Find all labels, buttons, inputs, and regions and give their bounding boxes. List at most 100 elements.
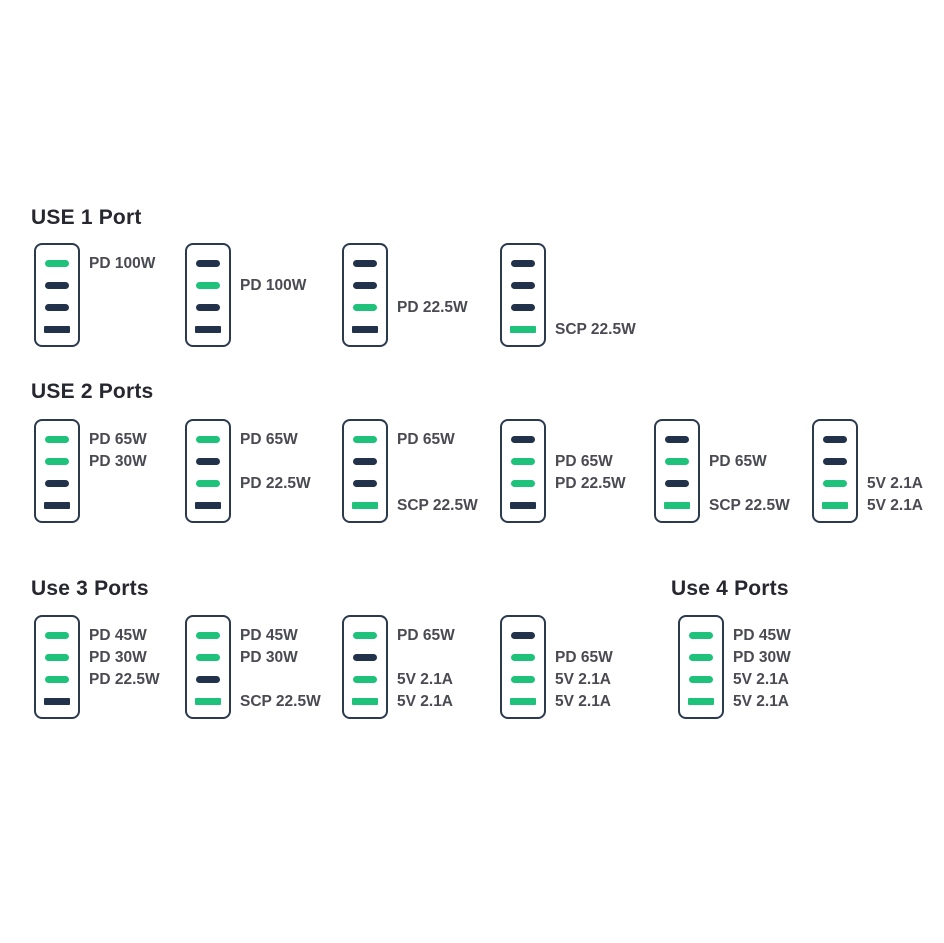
charger-diagram [34, 419, 80, 523]
charger-diagram [500, 243, 546, 347]
port-output-label: PD 65W [555, 649, 613, 666]
port-output-label: 5V 2.1A [397, 671, 454, 688]
usb-a-port-icon [195, 325, 221, 333]
charger-diagram [342, 615, 388, 719]
section-heading: Use 3 Ports [31, 577, 149, 600]
usb-a-port-icon [44, 501, 70, 509]
usb-c-port-icon [196, 281, 220, 289]
usb-c-port-icon [665, 479, 689, 487]
port-output-label: PD 22.5W [397, 299, 468, 316]
usb-a-port-icon [510, 697, 536, 705]
usb-a-port-icon [44, 325, 70, 333]
usb-c-port-icon [823, 479, 847, 487]
port-output-label: PD 30W [733, 649, 791, 666]
usb-c-port-icon [196, 457, 220, 465]
charger-diagram [185, 615, 231, 719]
usb-c-port-icon [511, 303, 535, 311]
usb-c-port-icon [823, 457, 847, 465]
charger-diagram [185, 419, 231, 523]
usb-c-port-icon [511, 479, 535, 487]
usb-a-port-icon [352, 325, 378, 333]
charger-diagram [678, 615, 724, 719]
usb-a-port-icon [195, 501, 221, 509]
usb-c-port-icon [45, 435, 69, 443]
port-output-label: PD 22.5W [89, 671, 160, 688]
usb-c-port-icon [511, 457, 535, 465]
usb-c-port-icon [196, 631, 220, 639]
usb-c-port-icon [45, 303, 69, 311]
charger-diagram [342, 243, 388, 347]
usb-c-port-icon [353, 675, 377, 683]
usb-c-port-icon [353, 479, 377, 487]
usb-c-port-icon [689, 653, 713, 661]
usb-c-port-icon [665, 435, 689, 443]
charger-diagram [812, 419, 858, 523]
usb-c-port-icon [196, 675, 220, 683]
port-output-label: SCP 22.5W [240, 693, 321, 710]
usb-c-port-icon [45, 653, 69, 661]
usb-c-port-icon [823, 435, 847, 443]
port-output-label: PD 100W [89, 255, 156, 272]
usb-c-port-icon [665, 457, 689, 465]
usb-c-port-icon [196, 435, 220, 443]
port-output-label: 5V 2.1A [867, 475, 924, 492]
usb-c-port-icon [353, 259, 377, 267]
usb-a-port-icon [44, 697, 70, 705]
usb-c-port-icon [511, 653, 535, 661]
usb-a-port-icon [822, 501, 848, 509]
port-output-label: SCP 22.5W [709, 497, 790, 514]
port-output-label: PD 65W [397, 431, 455, 448]
usb-a-port-icon [510, 325, 536, 333]
port-output-label: PD 65W [709, 453, 767, 470]
port-output-label: PD 22.5W [555, 475, 626, 492]
port-output-label: 5V 2.1A [733, 671, 790, 688]
usb-a-port-icon [195, 697, 221, 705]
usb-c-port-icon [511, 675, 535, 683]
port-output-label: PD 65W [89, 431, 147, 448]
usb-a-port-icon [352, 697, 378, 705]
charger-diagram [185, 243, 231, 347]
port-output-label: 5V 2.1A [733, 693, 790, 710]
usb-c-port-icon [45, 457, 69, 465]
port-output-label: PD 30W [89, 649, 147, 666]
port-output-label: 5V 2.1A [555, 693, 612, 710]
usb-c-port-icon [353, 631, 377, 639]
usb-c-port-icon [353, 457, 377, 465]
port-output-label: PD 45W [733, 627, 791, 644]
port-output-label: PD 30W [89, 453, 147, 470]
usb-c-port-icon [689, 675, 713, 683]
usb-a-port-icon [688, 697, 714, 705]
port-output-label: PD 100W [240, 277, 307, 294]
port-output-label: 5V 2.1A [867, 497, 924, 514]
section-heading: USE 2 Ports [31, 380, 154, 403]
port-output-label: PD 22.5W [240, 475, 311, 492]
port-output-label: 5V 2.1A [397, 693, 454, 710]
port-output-label: PD 45W [89, 627, 147, 644]
usb-a-port-icon [664, 501, 690, 509]
usb-a-port-icon [510, 501, 536, 509]
port-output-label: 5V 2.1A [555, 671, 612, 688]
usb-c-port-icon [511, 281, 535, 289]
charger-diagram [500, 419, 546, 523]
usb-c-port-icon [353, 435, 377, 443]
usb-c-port-icon [45, 675, 69, 683]
usb-c-port-icon [353, 303, 377, 311]
usb-c-port-icon [196, 479, 220, 487]
usb-c-port-icon [511, 435, 535, 443]
section-heading: Use 4 Ports [671, 577, 789, 600]
section-heading: USE 1 Port [31, 206, 142, 229]
port-output-label: PD 65W [397, 627, 455, 644]
usb-c-port-icon [353, 281, 377, 289]
charger-diagram [654, 419, 700, 523]
usb-c-port-icon [45, 631, 69, 639]
usb-c-port-icon [45, 479, 69, 487]
charger-diagram [34, 243, 80, 347]
port-output-label: SCP 22.5W [555, 321, 636, 338]
port-output-label: PD 65W [240, 431, 298, 448]
usb-c-port-icon [196, 653, 220, 661]
usb-c-port-icon [45, 281, 69, 289]
usb-c-port-icon [511, 631, 535, 639]
usb-c-port-icon [45, 259, 69, 267]
usb-a-port-icon [352, 501, 378, 509]
